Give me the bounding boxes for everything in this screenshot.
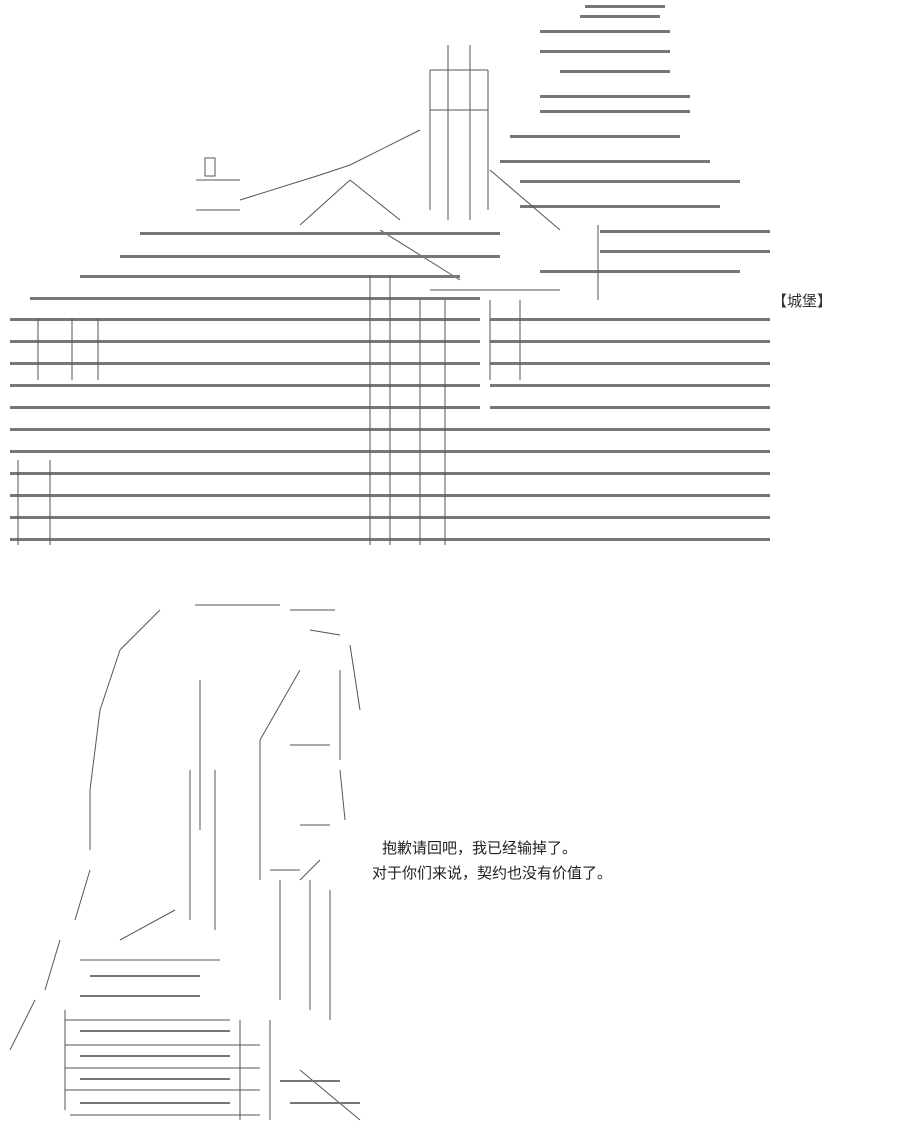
- castle-label: 【城堡】: [772, 292, 833, 310]
- castle-drawing: [10, 5, 770, 545]
- figure-clothing-texture: [80, 975, 360, 1104]
- castle-walls: [10, 232, 770, 541]
- chimney: [196, 157, 240, 211]
- castle-ascii-art: 【城堡】: [0, 0, 832, 560]
- dialogue: 抱歉请回吧，我已经输掉了。 对于你们来说，契约也没有价值了。: [372, 836, 612, 886]
- roofs: [239, 129, 561, 291]
- dialogue-line-2: 对于你们来说，契约也没有价值了。: [372, 864, 613, 882]
- figure-drawing: [9, 604, 361, 1121]
- figure-body: [64, 770, 361, 1121]
- tree-foliage: [500, 5, 770, 273]
- figure-face: [259, 740, 346, 881]
- castle-pillars: [17, 225, 599, 545]
- figure-ascii-art: [0, 590, 380, 1129]
- dialogue-line-1: 抱歉请回吧，我已经输掉了。: [382, 839, 578, 857]
- tower: [429, 45, 489, 220]
- figure-hair: [9, 604, 361, 1051]
